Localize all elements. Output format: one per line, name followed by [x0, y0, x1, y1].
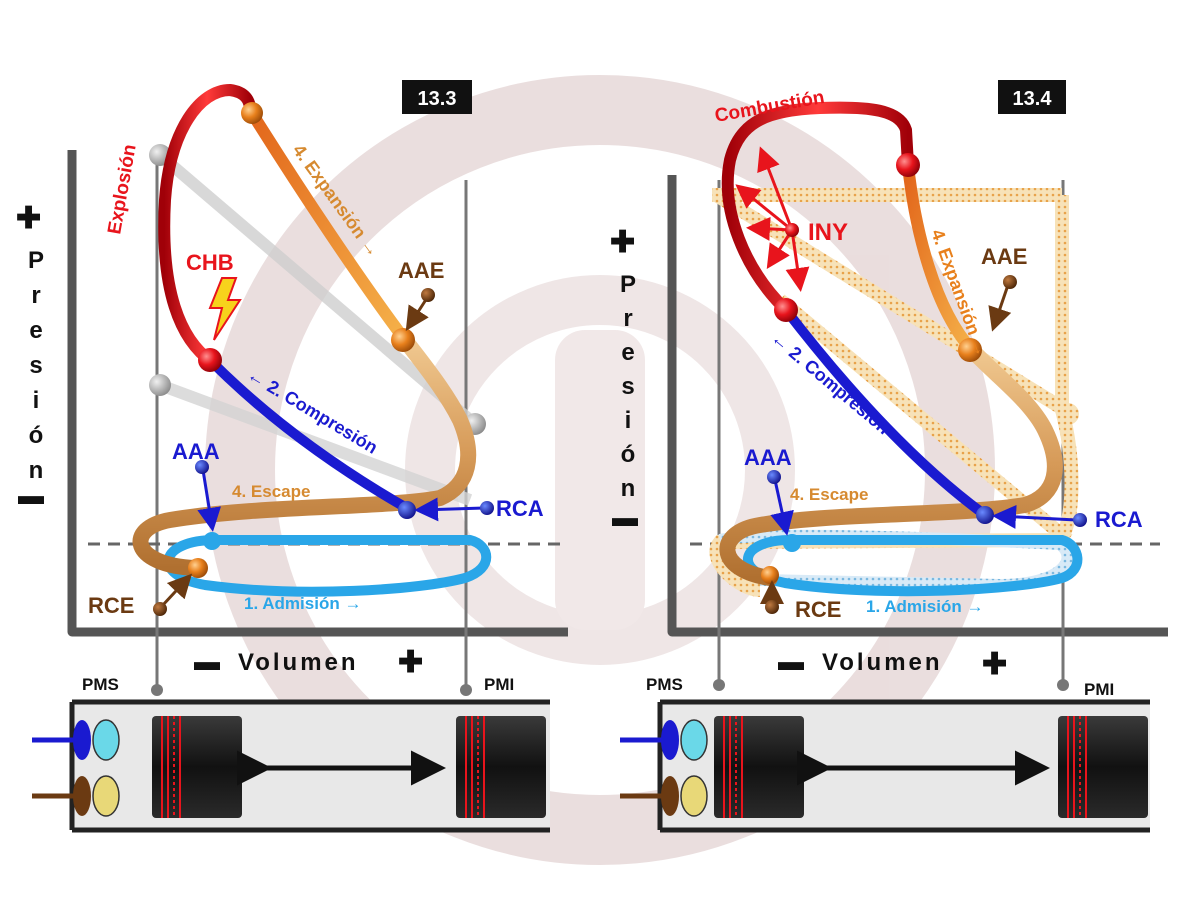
right-piston-pms [714, 716, 804, 818]
pressure-letter: P [28, 247, 44, 274]
left-pms-label: PMS [82, 675, 119, 694]
pressure-letter: n [621, 475, 636, 502]
left-badge-text: 13.3 [418, 88, 457, 110]
left-rca-label: RCA [496, 496, 544, 521]
left-diagram: 13.3 Explosión CHB 4. Expansión → ← 2. C… [16, 80, 568, 833]
left-cylinder [32, 699, 550, 833]
pressure-letter: e [621, 339, 634, 366]
left-volume-plus: ✚ [398, 646, 423, 679]
right-ball-rca [976, 506, 994, 524]
left-explosion-label: Explosión [104, 143, 140, 236]
left-compression-curve [207, 357, 415, 515]
right-cylinder [620, 699, 1150, 833]
left-volume-minus: ▬ [194, 646, 220, 676]
left-axes [67, 150, 568, 637]
left-ignition-label: CHB [186, 250, 234, 275]
right-aae-label: AAE [981, 244, 1027, 269]
right-pms-label: PMS [646, 675, 683, 694]
left-exhaust-label: 4. Escape [232, 482, 310, 501]
right-intake-valve [661, 720, 679, 760]
left-spark-icon [208, 277, 242, 341]
left-piston-pms [152, 716, 242, 818]
pressure-letter: P [620, 271, 636, 298]
right-volume-label: Volumen [822, 649, 943, 676]
right-ball-injection [774, 298, 798, 322]
left-admission-label: 1. Admisión → [244, 594, 361, 613]
right-ball-expansion-start [896, 153, 920, 177]
right-combustion-curve [721, 101, 914, 316]
right-exhaust-label: 4. Escape [790, 485, 868, 504]
right-volume-minus: ▬ [778, 646, 804, 676]
pressure-letter: i [625, 407, 632, 434]
pressure-letter: i [33, 387, 40, 414]
right-ball-rce [761, 566, 779, 584]
right-badge [998, 80, 1066, 114]
left-pmi-label: PMI [484, 675, 514, 694]
right-expansion-curve [902, 159, 978, 356]
left-ball-aaa [203, 532, 221, 550]
left-pressure-minus: ▬ [18, 480, 44, 510]
right-pressure-plus: ✚ [610, 226, 635, 259]
left-exhaust-valve [73, 776, 91, 816]
right-volume-plus: ✚ [982, 648, 1007, 681]
left-ball-expansion-start [241, 102, 263, 124]
left-ball-rce [188, 558, 208, 578]
right-admission-label: 1. Admisión → [866, 597, 983, 616]
right-pressure-minus: ▬ [612, 502, 638, 532]
right-compression-curve [781, 305, 990, 520]
left-piston-pmi [456, 716, 546, 818]
pressure-letter: e [29, 317, 42, 344]
left-ball-ignition [198, 348, 222, 372]
right-injection-arrows [735, 146, 810, 292]
left-intake-valve [73, 720, 91, 760]
right-badge-text: 13.4 [1013, 88, 1053, 110]
right-rca-label: RCA [1095, 507, 1143, 532]
right-ball-aae [958, 338, 982, 362]
right-ball-aaa [783, 534, 801, 552]
left-ball-rca [398, 501, 416, 519]
left-volume-label: Volumen [238, 649, 359, 676]
left-rce-label: RCE [88, 593, 134, 618]
right-exhaust-valve [661, 776, 679, 816]
pressure-letter: s [621, 373, 634, 400]
right-diagram: 13.4 Combustión INY 4. Expansión → ← 2. … [610, 80, 1168, 833]
right-axes [667, 175, 1168, 637]
left-ball-aae [391, 328, 415, 352]
left-pressure-plus: ✚ [16, 202, 41, 235]
left-expansion-curve [244, 104, 411, 346]
pressure-letter: r [31, 282, 40, 309]
right-aaa-label: AAA [744, 445, 792, 470]
left-badge [402, 80, 472, 114]
right-piston-pmi [1058, 716, 1148, 818]
pressure-letter: r [623, 305, 632, 332]
left-aaa-label: AAA [172, 439, 220, 464]
pressure-letter: n [29, 457, 44, 484]
pressure-letter: ó [621, 441, 636, 468]
right-injection-label: INY [808, 219, 848, 246]
right-rce-label: RCE [795, 597, 841, 622]
left-aae-label: AAE [398, 258, 444, 283]
left-ghost-ball-mid [149, 374, 171, 396]
right-pmi-label: PMI [1084, 680, 1114, 699]
pressure-letter: ó [29, 422, 44, 449]
pressure-letter: s [29, 352, 42, 379]
watermark-logo [205, 75, 995, 865]
left-explosion-curve [158, 83, 256, 368]
right-admission-curve [743, 535, 1083, 597]
